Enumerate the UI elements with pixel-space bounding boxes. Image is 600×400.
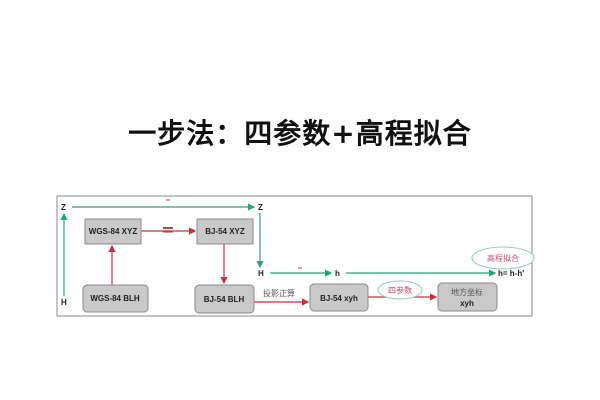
node-wgs84-xyz	[84, 218, 142, 245]
node-bj54-blh	[194, 284, 255, 314]
page-title: 一步法：四参数+高程拟合	[128, 117, 472, 150]
label-z-left: Z	[61, 203, 66, 212]
label-z-right: Z	[258, 203, 263, 212]
label-eq-red: =	[161, 220, 174, 239]
label-local-1: 地方坐标	[451, 287, 483, 297]
ellipse-height-fit	[471, 246, 535, 270]
label-h-result: h= h-h'	[498, 269, 524, 278]
label-eq-top: =	[165, 197, 170, 204]
label-bj54-xyz: BJ-54 XYZ	[205, 227, 245, 236]
label-four-param: 四参数	[388, 285, 412, 295]
label-h-small: h	[335, 269, 340, 278]
label-bj54-blh: BJ-54 BLH	[204, 295, 245, 304]
node-bj54-xyz	[196, 218, 254, 245]
label-bj54-xyh: BJ-54 xyh	[320, 294, 358, 303]
ellipse-four-param	[377, 280, 423, 300]
label-h-mid: H	[258, 269, 264, 278]
node-bj54-xyh	[309, 283, 369, 312]
node-local-xyh	[437, 282, 498, 312]
label-h-left: H	[61, 298, 67, 307]
label-local-2: xyh	[460, 299, 474, 308]
label-wgs84-blh: WGS-84 BLH	[90, 294, 140, 303]
label-wgs84-xyz: WGS-84 XYZ	[89, 227, 138, 236]
label-height-fit: 高程拟合	[487, 253, 519, 263]
node-wgs84-blh	[82, 284, 149, 313]
label-projection: 投影正算	[263, 288, 295, 298]
label-eq-mid: =	[297, 265, 302, 272]
